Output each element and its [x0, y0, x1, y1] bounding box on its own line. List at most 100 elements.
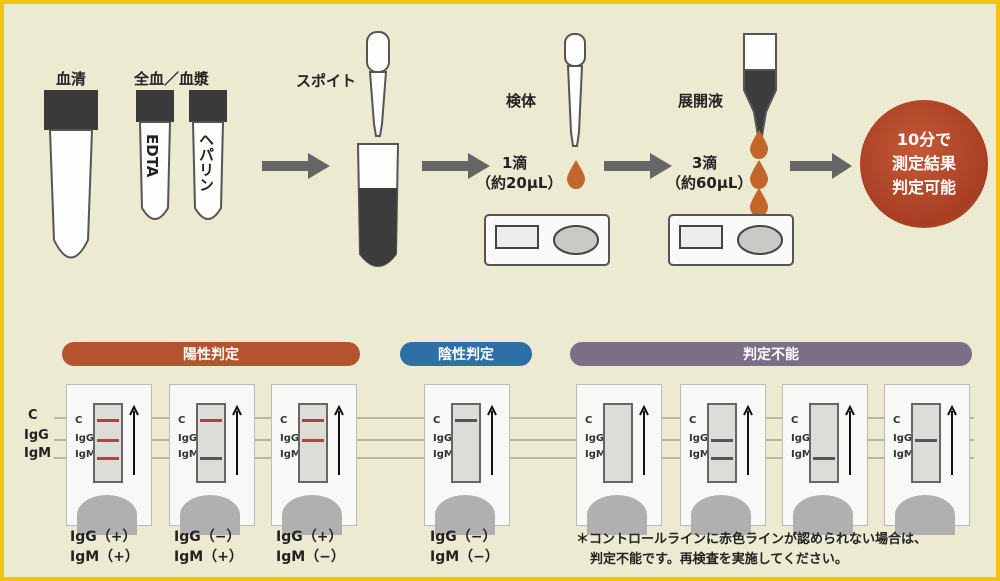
drop-icon — [566, 160, 586, 189]
positive-bar: 陽性判定 — [62, 342, 360, 366]
result-cassette-5: C IgG IgM — [576, 384, 662, 535]
drop-icon — [749, 188, 769, 217]
edta-tube-icon — [136, 90, 174, 220]
negative-bar: 陰性判定 — [400, 342, 532, 366]
sample-well — [691, 495, 751, 535]
control-line — [302, 419, 324, 422]
igg-line — [97, 439, 119, 442]
cassette-label-igm: IgM — [791, 449, 812, 460]
result-cassette-4: C IgG IgM — [424, 384, 510, 535]
result-cassette-8: C IgG IgM — [884, 384, 970, 535]
igg-line — [711, 439, 733, 442]
igm-line — [813, 457, 835, 460]
test-window — [603, 403, 633, 483]
cassette-label-igm: IgM — [280, 449, 301, 460]
serum-label: 血清 — [56, 70, 87, 88]
sample-well — [77, 495, 137, 535]
result-cassette-6: C IgG IgM — [680, 384, 766, 535]
sample-well — [435, 495, 495, 535]
whole-blood-label: 全血／血漿 — [134, 70, 210, 88]
buffer-volume: （約60μL） — [666, 174, 753, 192]
cassette-label-igg: IgG — [893, 433, 913, 444]
cassette-label-igg: IgG — [791, 433, 811, 444]
test-window — [809, 403, 839, 483]
result-3-igg: IgG（+） — [276, 529, 343, 545]
cassette-label-c: C — [791, 415, 799, 426]
cassette-label-igg: IgG — [585, 433, 605, 444]
control-line — [97, 419, 119, 422]
control-line — [455, 419, 477, 422]
sample-well — [793, 495, 853, 535]
cassette-label-c: C — [280, 415, 288, 426]
result-cassette-3: C IgG IgM — [271, 384, 357, 535]
result-4-igm: IgM（−） — [430, 549, 499, 565]
cassette-label-c: C — [689, 415, 697, 426]
result-2-igg: IgG（−） — [174, 529, 241, 545]
pipette-label: スポイト — [296, 72, 357, 90]
result-3-igm: IgM（−） — [276, 549, 345, 565]
buffer-bottle-icon — [743, 33, 777, 137]
result-circle: 10分で 測定結果 判定可能 — [860, 100, 988, 228]
flow-arrow-icon — [845, 405, 855, 475]
result-cassette-1: C IgG IgM — [66, 384, 152, 535]
cassette-label-c: C — [178, 415, 186, 426]
control-line — [200, 419, 222, 422]
sample-well — [587, 495, 647, 535]
guide-line — [54, 417, 974, 419]
diagram-frame: 血清 全血／血漿 EDTA ヘパリン スポイト 検体 1滴 （約20μL） — [4, 4, 996, 577]
tube-edta-label: EDTA — [143, 134, 161, 178]
specimen-drops: 1滴 — [502, 154, 528, 172]
cassette-label-igm: IgM — [585, 449, 606, 460]
cassette-label-igm: IgM — [178, 449, 199, 460]
result-line-1: 10分で — [896, 130, 952, 149]
arrow-icon — [604, 153, 672, 179]
sample-well — [180, 495, 240, 535]
igg-line — [302, 439, 324, 442]
result-cassette-2: C IgG IgM — [169, 384, 255, 535]
igm-line — [200, 457, 222, 460]
igm-line — [97, 457, 119, 460]
result-1-igg: IgG（+） — [70, 529, 137, 545]
test-cassette-icon — [484, 214, 610, 266]
result-cassette-7: C IgG IgM — [782, 384, 868, 535]
specimen-label: 検体 — [506, 92, 537, 110]
buffer-label: 展開液 — [678, 92, 724, 110]
invalid-note-line-1: ＊コントロールラインに赤色ラインが認められない場合は、 — [576, 532, 928, 547]
result-2-igm: IgM（+） — [174, 549, 243, 565]
flow-arrow-icon — [947, 405, 957, 475]
pipette-tube-icon — [356, 31, 400, 267]
cassette-label-c: C — [585, 415, 593, 426]
sample-well — [282, 495, 342, 535]
result-4-igg: IgG（−） — [430, 529, 497, 545]
result-line-2: 測定結果 — [891, 154, 956, 173]
cassette-label-c: C — [433, 415, 441, 426]
side-label-igg: IgG — [24, 428, 49, 443]
guide-line — [54, 457, 974, 459]
buffer-drops: 3滴 — [692, 154, 718, 172]
arrow-icon — [262, 153, 330, 179]
arrow-icon — [790, 153, 852, 179]
cassette-label-igm: IgM — [75, 449, 96, 460]
invalid-note-line-2: 判定不能です。再検査を実施してください。 — [590, 552, 848, 567]
drop-icon — [749, 130, 769, 159]
cassette-label-igm: IgM — [893, 449, 914, 460]
result-1-igm: IgM（+） — [70, 549, 139, 565]
heparin-tube-icon — [189, 90, 227, 220]
flow-arrow-icon — [232, 405, 242, 475]
dropper-icon — [564, 33, 586, 147]
arrow-icon — [422, 153, 490, 179]
cassette-label-c: C — [75, 415, 83, 426]
test-window — [911, 403, 941, 483]
result-line-3: 判定可能 — [891, 178, 956, 197]
serum-tube-icon — [44, 90, 98, 259]
cassette-label-igg: IgG — [280, 433, 300, 444]
test-window — [707, 403, 737, 483]
test-window — [451, 403, 481, 483]
flow-arrow-icon — [487, 405, 497, 475]
test-window — [196, 403, 226, 483]
test-window — [93, 403, 123, 483]
test-window — [298, 403, 328, 483]
cassette-label-igg: IgG — [75, 433, 95, 444]
flow-arrow-icon — [743, 405, 753, 475]
cassette-label-igm: IgM — [689, 449, 710, 460]
